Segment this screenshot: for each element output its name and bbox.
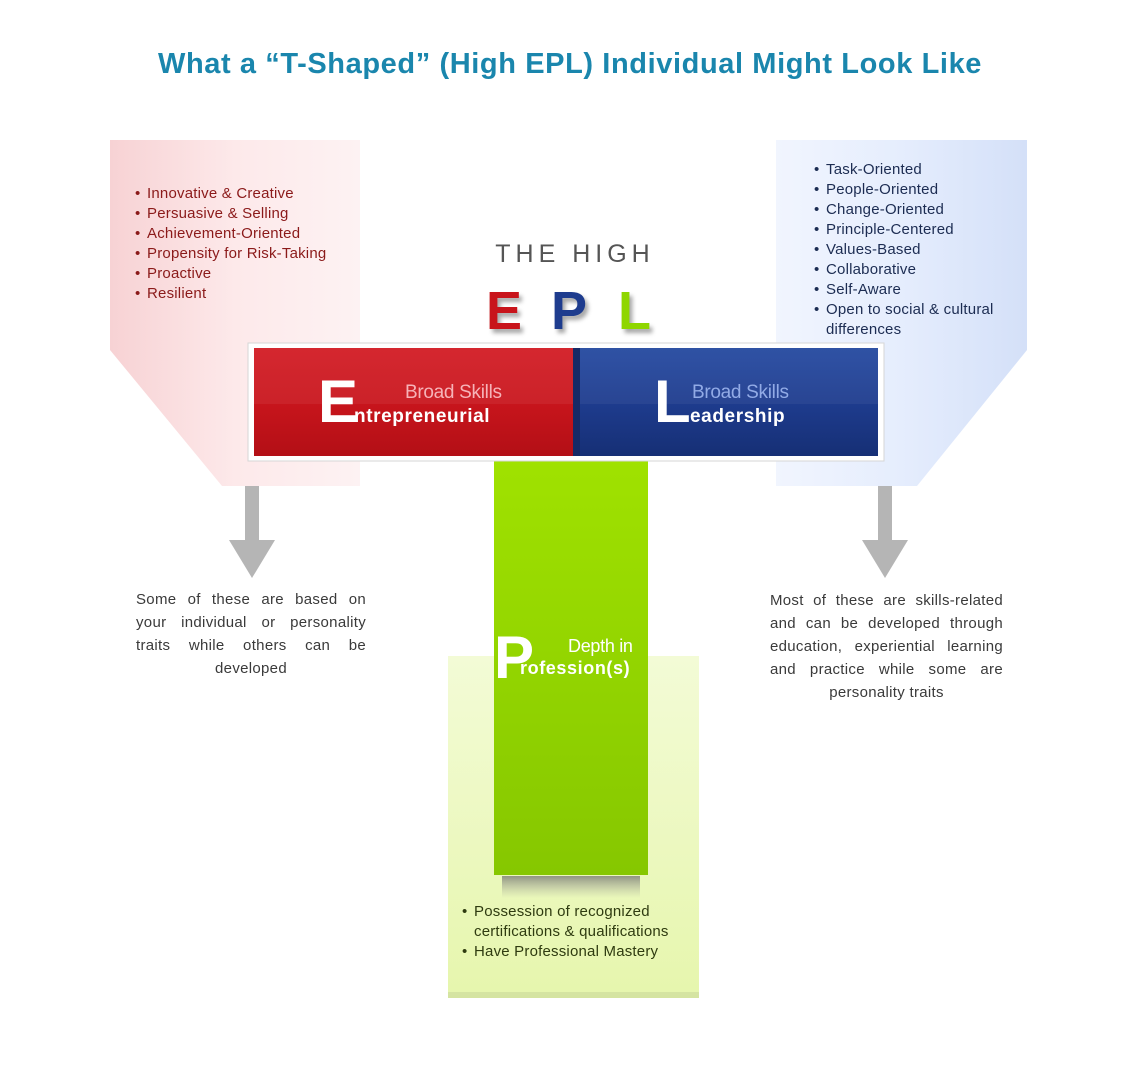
the-high-heading: THE HIGH <box>495 240 655 268</box>
list-item: Possession of recognized certifications … <box>462 902 697 942</box>
list-item: Proactive <box>135 264 360 284</box>
list-item: Resilient <box>135 284 360 304</box>
entrepreneurial-subtitle: Broad Skills <box>405 382 502 403</box>
leadership-word: eadership <box>690 406 786 427</box>
leadership-bar <box>580 348 878 456</box>
profession-bar <box>494 455 648 875</box>
list-item: Change-Oriented <box>814 200 1024 220</box>
leadership-traits-list: Task-Oriented People-Oriented Change-Ori… <box>814 160 1024 340</box>
left-down-arrow <box>229 486 275 578</box>
leadership-initial: L <box>654 368 691 435</box>
list-item: People-Oriented <box>814 180 1024 200</box>
epl-letter-e: E <box>486 281 523 341</box>
entrepreneurial-bar <box>254 348 575 456</box>
profession-traits-list: Possession of recognized certifications … <box>462 902 697 962</box>
list-item: Task-Oriented <box>814 160 1024 180</box>
list-item: Collaborative <box>814 260 1024 280</box>
leadership-note: Most of these are skills-related and can… <box>770 592 1003 701</box>
entrepreneurial-word: ntrepreneurial <box>354 406 491 427</box>
page-title: What a “T-Shaped” (High EPL) Individual … <box>157 48 983 80</box>
list-item: Propensity for Risk-Taking <box>135 244 360 264</box>
leadership-subtitle: Broad Skills <box>692 382 789 403</box>
list-item: Innovative & Creative <box>135 184 360 204</box>
list-item: Have Professional Mastery <box>462 942 697 962</box>
entrepreneurial-note: Some of these are based on your individu… <box>136 591 366 677</box>
epl-letter-l: L <box>618 281 651 341</box>
entrepreneurial-traits-list: Innovative & Creative Persuasive & Selli… <box>135 184 360 304</box>
profession-subtitle: Depth in <box>568 636 633 656</box>
list-item: Achievement-Oriented <box>135 224 360 244</box>
epl-letter-p: P <box>551 281 588 341</box>
list-item: Persuasive & Selling <box>135 204 360 224</box>
right-down-arrow <box>862 486 908 578</box>
list-item: Self-Aware <box>814 280 1024 300</box>
profession-initial: P <box>494 624 535 691</box>
list-item: Principle-Centered <box>814 220 1024 240</box>
list-item: Open to social & cultural differences <box>814 300 1024 340</box>
profession-word: rofession(s) <box>520 658 631 678</box>
list-item: Values-Based <box>814 240 1024 260</box>
entrepreneurial-initial: E <box>318 368 359 435</box>
